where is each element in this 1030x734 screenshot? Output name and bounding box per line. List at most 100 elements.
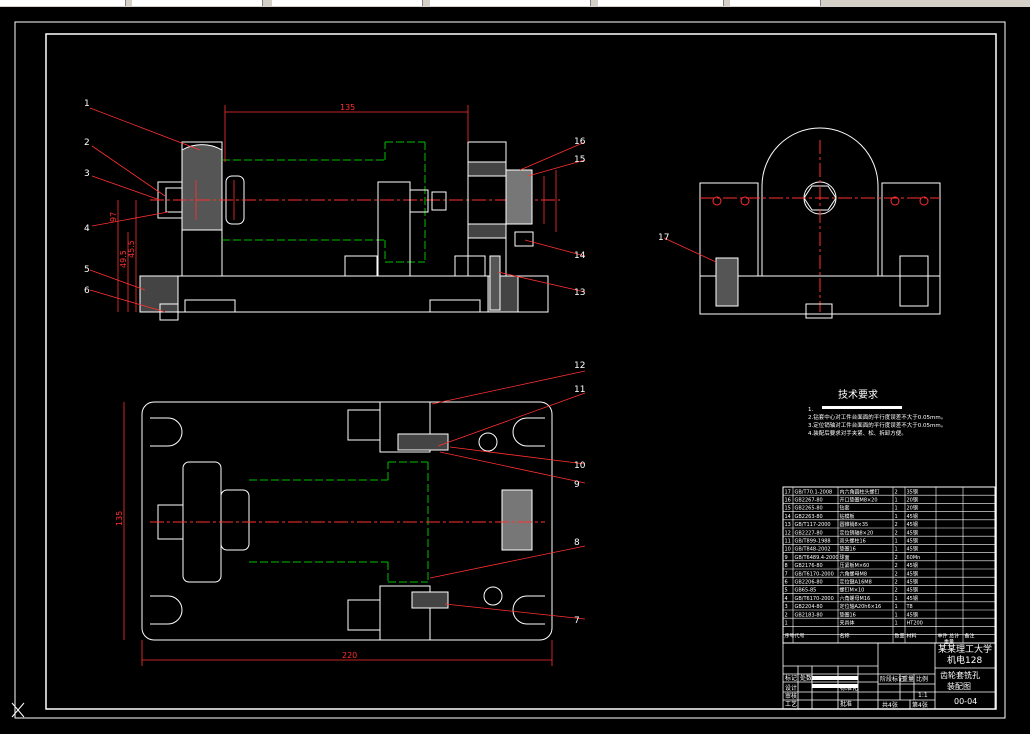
tech-lines: 1. 2.钻套中心对工件台面面的平行度误差不大于0.05mm。 3.定位销轴对工…	[808, 407, 946, 437]
bom-cell-code: GB/T6170-2000	[795, 571, 834, 577]
bom-cell-name: 螺钉M×10	[840, 587, 865, 594]
bom-cell-name: 夹具体	[840, 620, 855, 627]
bom-header-no: 序号	[785, 632, 795, 639]
bom-cell-mat: 60Mn	[907, 555, 921, 561]
bom-cell-mat: 20钢	[907, 497, 918, 504]
sheet-inner-border	[45, 33, 997, 710]
bom-cell-mat: 20钢	[907, 505, 918, 512]
title-block	[782, 642, 996, 710]
leader-lines-plan	[429, 370, 586, 620]
bom-cell-mat: 45钢	[907, 579, 918, 586]
bom-header-mat: 材料	[907, 632, 917, 639]
bom-cell-name: 球面	[840, 554, 850, 561]
tb-label-approve: 批准	[840, 700, 852, 708]
bom-cell-qty: 1	[895, 596, 898, 602]
tech-redacted-bar	[822, 406, 902, 409]
bom-cell-no: 5	[785, 588, 788, 594]
toolbar-field-5[interactable]	[598, 0, 724, 6]
balloon-8: 8	[574, 538, 580, 548]
bom-cell-name: 六角螺母M8	[840, 570, 868, 577]
tb-label-review: 审核	[785, 692, 797, 700]
bom-cell-mat: 45钢	[907, 570, 918, 577]
toolbar-field-2[interactable]	[132, 0, 263, 6]
bom-cell-mat: 45钢	[907, 529, 918, 536]
bom-cell-no: 7	[785, 571, 788, 577]
bom-cell-code: GB2227-80	[795, 530, 823, 536]
tb-sheet-no: 第4张	[912, 701, 928, 709]
balloon-1: 1	[84, 99, 90, 109]
bom-cell-name: 垫圈16	[840, 546, 856, 553]
dim-135: 135	[340, 103, 355, 112]
bom-cell-name: 定位轴A20h6×16	[840, 603, 882, 610]
toolbar-field-3[interactable]	[272, 0, 423, 6]
bom-cell-code: GB2267-80	[795, 498, 823, 504]
tb-label-weight: 重量	[902, 675, 914, 683]
front-view: 135 97 49.5 45.5	[109, 103, 560, 321]
bom-cell-code: GB/T899-1988	[795, 539, 831, 545]
bom-cell-qty: 1	[895, 539, 898, 545]
leader-lines-right	[497, 141, 586, 293]
bom-cell-code: GB2263-80	[795, 514, 823, 520]
toolbar-field-6[interactable]	[730, 0, 821, 6]
drawing-canvas[interactable]: 135 97 49.5 45.5 1 2 3 4 5 6 16 15 14 13	[0, 7, 1030, 734]
ucs-icon	[11, 702, 25, 718]
leader-lines-left	[89, 107, 201, 313]
bom-cell-code: GB2204-80	[795, 604, 823, 610]
bom-header-name: 名称	[840, 632, 850, 639]
tb-scale-value: 1:1	[918, 692, 928, 699]
title-block-text: 某某理工大学 机电128 齿轮套铣孔 装配图 00-04 标记 处数 设计 标准…	[785, 643, 992, 709]
balloon-9: 9	[574, 480, 580, 490]
tb-label-design: 设计	[785, 684, 797, 692]
bom-cell-name: 定位销轴8×20	[840, 529, 874, 536]
tb-name-1: 齿轮套铣孔	[940, 670, 980, 680]
tb-label-std: 标准化	[840, 684, 858, 692]
title-redacted-1	[812, 676, 858, 680]
balloon-15: 15	[574, 155, 585, 165]
dim-220: 220	[342, 651, 357, 660]
tb-class: 机电128	[947, 654, 982, 666]
toolbar-field-1[interactable]	[0, 0, 126, 6]
tech-line-4: 4.装配后要求对手夹紧、松、拆卸方便。	[808, 429, 907, 437]
tb-label-mark: 标记	[785, 674, 797, 682]
dim-45-5: 45.5	[127, 240, 136, 258]
dim-97: 97	[109, 212, 118, 222]
tech-title: 技术要求	[838, 388, 878, 401]
bom-cell-no: 10	[785, 547, 791, 553]
bom-cell-mat: HT200	[907, 621, 923, 627]
plan-view: 220 135	[115, 401, 553, 666]
bom-cell-name: 双头螺柱16	[840, 538, 866, 545]
bom-cell-code: GB/T6489.4-2000	[795, 555, 839, 561]
bom-cell-no: 9	[785, 555, 788, 561]
bom-cell-code: GB2265-80	[795, 506, 823, 512]
tb-total-sheets: 共4张	[882, 701, 898, 709]
bom-cell-mat: 45钢	[907, 546, 918, 553]
balloons-plan: 12 11 10 9 8 7	[574, 361, 586, 626]
bom-cell-no: 15	[785, 506, 791, 512]
toolbar-field-4[interactable]	[430, 0, 591, 6]
bom-header-note: 备注	[965, 632, 975, 639]
bom-cell-qty: 1	[895, 514, 898, 520]
balloon-7: 7	[574, 616, 580, 626]
balloon-11: 11	[574, 385, 585, 395]
bom-cell-mat: 35钢	[907, 488, 918, 495]
cad-drawing[interactable]: 135 97 49.5 45.5 1 2 3 4 5 6 16 15 14 13	[0, 7, 1030, 734]
bom-header-qty: 数量	[895, 632, 905, 639]
balloon-17: 17	[658, 233, 669, 243]
balloon-13: 13	[574, 288, 585, 298]
bom-cell-qty: 1	[895, 612, 898, 618]
bom-cell-qty: 1	[895, 506, 898, 512]
bom-cell-qty: 2	[895, 522, 898, 528]
bom-cell-code: GB/T117-2000	[795, 522, 831, 528]
balloon-5: 5	[84, 265, 90, 275]
bom-cell-name: 压紧板M×60	[840, 562, 870, 569]
balloon-16: 16	[574, 137, 586, 147]
balloon-2: 2	[84, 138, 90, 148]
side-view	[699, 127, 941, 319]
bom-cell-code: GB2183-80	[795, 612, 823, 618]
bom-cell-no: 6	[785, 580, 788, 586]
bom-cell-qty: 1	[895, 604, 898, 610]
bom-cell-qty: 1	[895, 621, 898, 627]
bom-cell-name: 钻模板	[840, 513, 855, 520]
balloon-12: 12	[574, 361, 585, 371]
leader-17	[663, 237, 717, 263]
